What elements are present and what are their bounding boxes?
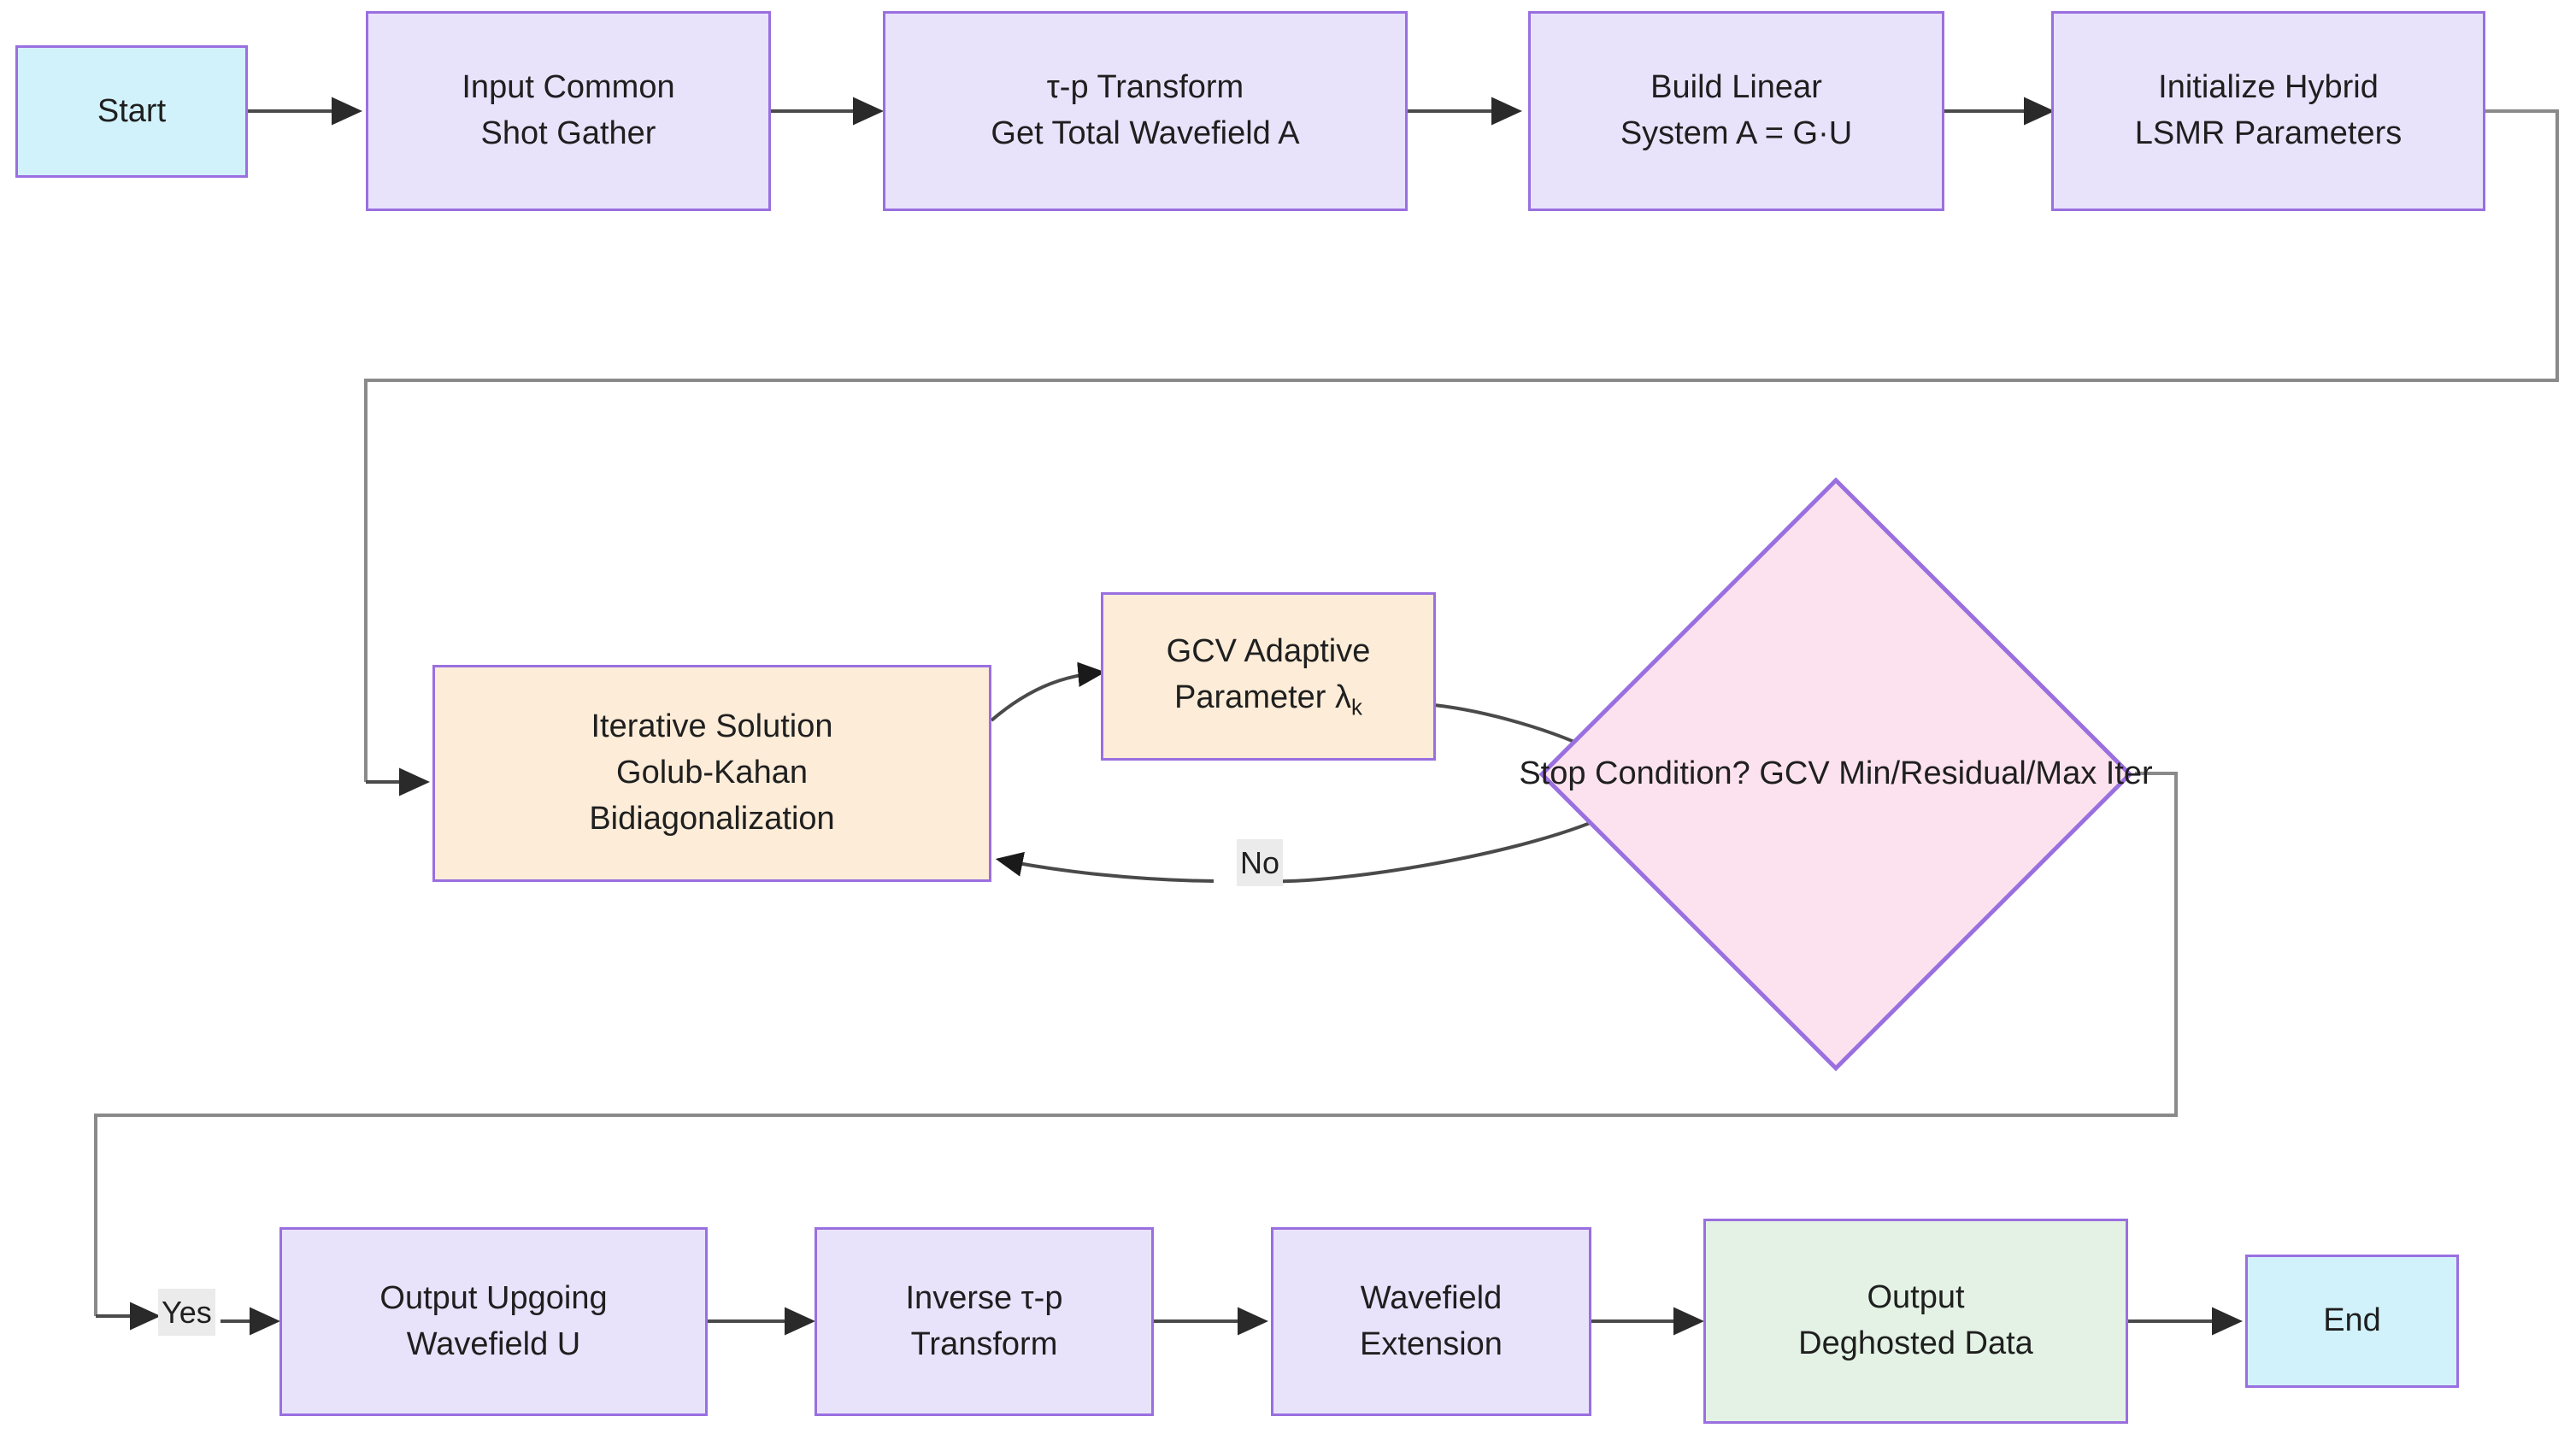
node-inverse-tau-p-line-2: Transform — [910, 1325, 1058, 1362]
node-wavefield-extension-line-2: Extension — [1360, 1325, 1503, 1362]
node-output-deghosted[interactable]: Output Deghosted Data — [1703, 1219, 2128, 1424]
node-inverse-tau-p-line-1: Inverse τ-p — [905, 1279, 1063, 1316]
node-input-shot-gather[interactable]: Input Common Shot Gather — [366, 11, 771, 211]
node-build-linear-system-line-2: System A = G·U — [1620, 115, 1853, 151]
node-end[interactable]: End — [2245, 1255, 2459, 1388]
edge-stop-to-iterative-no — [1264, 810, 1616, 884]
node-stop-condition-line-2: GCV Min/Residual/Max Iter — [1759, 755, 2153, 792]
node-wavefield-extension-line-1: Wavefield — [1360, 1279, 1503, 1316]
node-output-upgoing-line-1: Output Upgoing — [379, 1279, 608, 1316]
node-wavefield-extension[interactable]: Wavefield Extension — [1271, 1227, 1591, 1416]
node-gcv-parameter-line-2: Parameter λk — [1174, 675, 1362, 724]
node-iterative-solution-line-3: Bidiagonalization — [589, 800, 835, 837]
edge-stop-to-iterative-no-b — [995, 851, 1214, 883]
node-start[interactable]: Start — [15, 45, 248, 178]
node-gcv-parameter-subscript: k — [1351, 696, 1362, 720]
node-start-line-1: Start — [97, 92, 167, 129]
node-output-upgoing[interactable]: Output Upgoing Wavefield U — [279, 1227, 708, 1416]
node-stop-condition-line-1: Stop Condition? — [1519, 755, 1750, 792]
node-stop-condition[interactable]: Stop Condition? GCV Min/Residual/Max Ite… — [1519, 477, 2153, 1072]
node-end-line-1: End — [2323, 1302, 2381, 1339]
node-build-linear-system-line-1: Build Linear — [1650, 69, 1822, 106]
edge-stop-to-output-yes — [94, 772, 2178, 1316]
edge-label-no: No — [1237, 839, 1284, 887]
edge-iterative-to-gcv — [990, 661, 1106, 722]
node-iterative-solution-line-1: Iterative Solution — [591, 708, 833, 745]
edge-init-to-iterative — [364, 109, 2559, 782]
node-gcv-parameter-line-2-base: Parameter λ — [1174, 679, 1352, 715]
node-input-shot-gather-line-2: Shot Gather — [480, 115, 656, 151]
node-gcv-parameter-line-1: GCV Adaptive — [1166, 632, 1371, 669]
node-tau-p-transform-line-1: τ-p Transform — [1046, 69, 1244, 106]
node-iterative-solution[interactable]: Iterative Solution Golub-Kahan Bidiagona… — [432, 665, 991, 882]
edge-label-yes: Yes — [158, 1289, 215, 1337]
decision-diamond-shape — [1538, 477, 2133, 1072]
node-build-linear-system[interactable]: Build Linear System A = G·U — [1528, 11, 1944, 211]
node-tau-p-transform-line-2: Get Total Wavefield A — [991, 115, 1300, 151]
node-initialize-lsmr-line-1: Initialize Hybrid — [2158, 69, 2379, 106]
node-stop-condition-label: Stop Condition? GCV Min/Residual/Max Ite… — [1519, 751, 2152, 797]
node-inverse-tau-p[interactable]: Inverse τ-p Transform — [815, 1227, 1154, 1416]
node-tau-p-transform[interactable]: τ-p Transform Get Total Wavefield A — [883, 11, 1408, 211]
node-output-upgoing-line-2: Wavefield U — [406, 1325, 581, 1362]
node-iterative-solution-line-2: Golub-Kahan — [616, 755, 808, 791]
node-output-deghosted-line-1: Output — [1867, 1279, 1965, 1316]
node-output-deghosted-line-2: Deghosted Data — [1798, 1325, 2033, 1361]
node-initialize-lsmr[interactable]: Initialize Hybrid LSMR Parameters — [2051, 11, 2485, 211]
node-initialize-lsmr-line-2: LSMR Parameters — [2134, 115, 2403, 151]
node-gcv-parameter[interactable]: GCV Adaptive Parameter λk — [1101, 592, 1436, 761]
node-input-shot-gather-line-1: Input Common — [462, 69, 675, 106]
